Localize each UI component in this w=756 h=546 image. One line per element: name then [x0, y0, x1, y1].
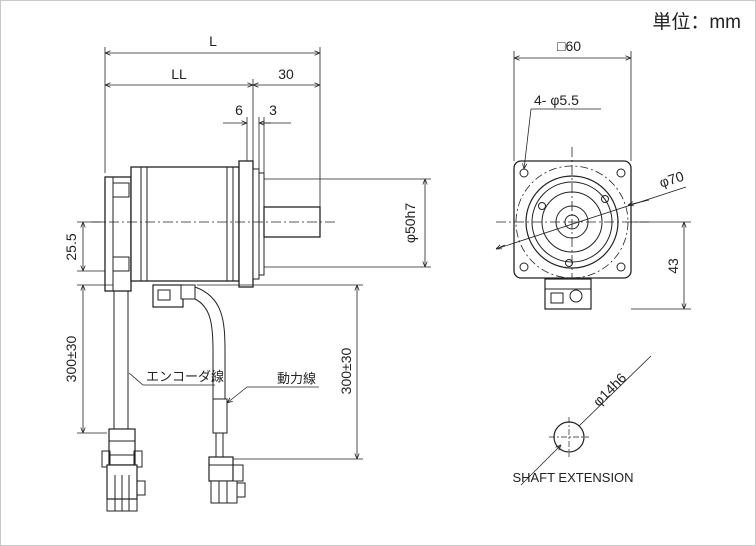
dim-shaft-diameter: φ50h7 [402, 203, 418, 243]
dim-pitch-circle: φ70 [657, 168, 686, 191]
power-cable-exit [180, 284, 196, 300]
shaft-extension-view [520, 355, 652, 486]
dim-flange-thickness: 3 [269, 102, 277, 118]
caption-shaft-extension: SHAFT EXTENSION [512, 470, 633, 485]
label-power-cable: 動力線 [277, 371, 316, 387]
unit-label: 単位：mm [652, 12, 741, 33]
dim-shaft-length: 30 [278, 66, 294, 82]
dim-mount-holes: 4- φ5.5 [534, 92, 579, 108]
front-connector [544, 278, 592, 310]
mount-hole [616, 262, 626, 272]
dim-flange-gap: 6 [235, 102, 243, 118]
side-view [77, 47, 431, 512]
mount-hole [616, 168, 626, 178]
dim-l: L [209, 33, 217, 49]
dim-cable-offset: 25.5 [63, 233, 79, 260]
dim-flange-square: □60 [557, 38, 581, 54]
dim-center-height: 43 [665, 258, 681, 274]
dim-encoder-cable-length: 300±30 [63, 335, 79, 382]
dim-power-cable-length: 300±30 [338, 347, 354, 394]
label-encoder-cable: エンコーダ線 [146, 369, 224, 385]
motor-body [130, 166, 240, 282]
mount-hole [519, 262, 529, 272]
flange [238, 160, 254, 288]
encoder-cable [101, 291, 146, 512]
power-cable [194, 286, 246, 504]
front-view [496, 51, 691, 310]
dim-shaft-ext-diameter: φ14h6 [590, 369, 630, 409]
dim-ll: LL [171, 66, 187, 82]
